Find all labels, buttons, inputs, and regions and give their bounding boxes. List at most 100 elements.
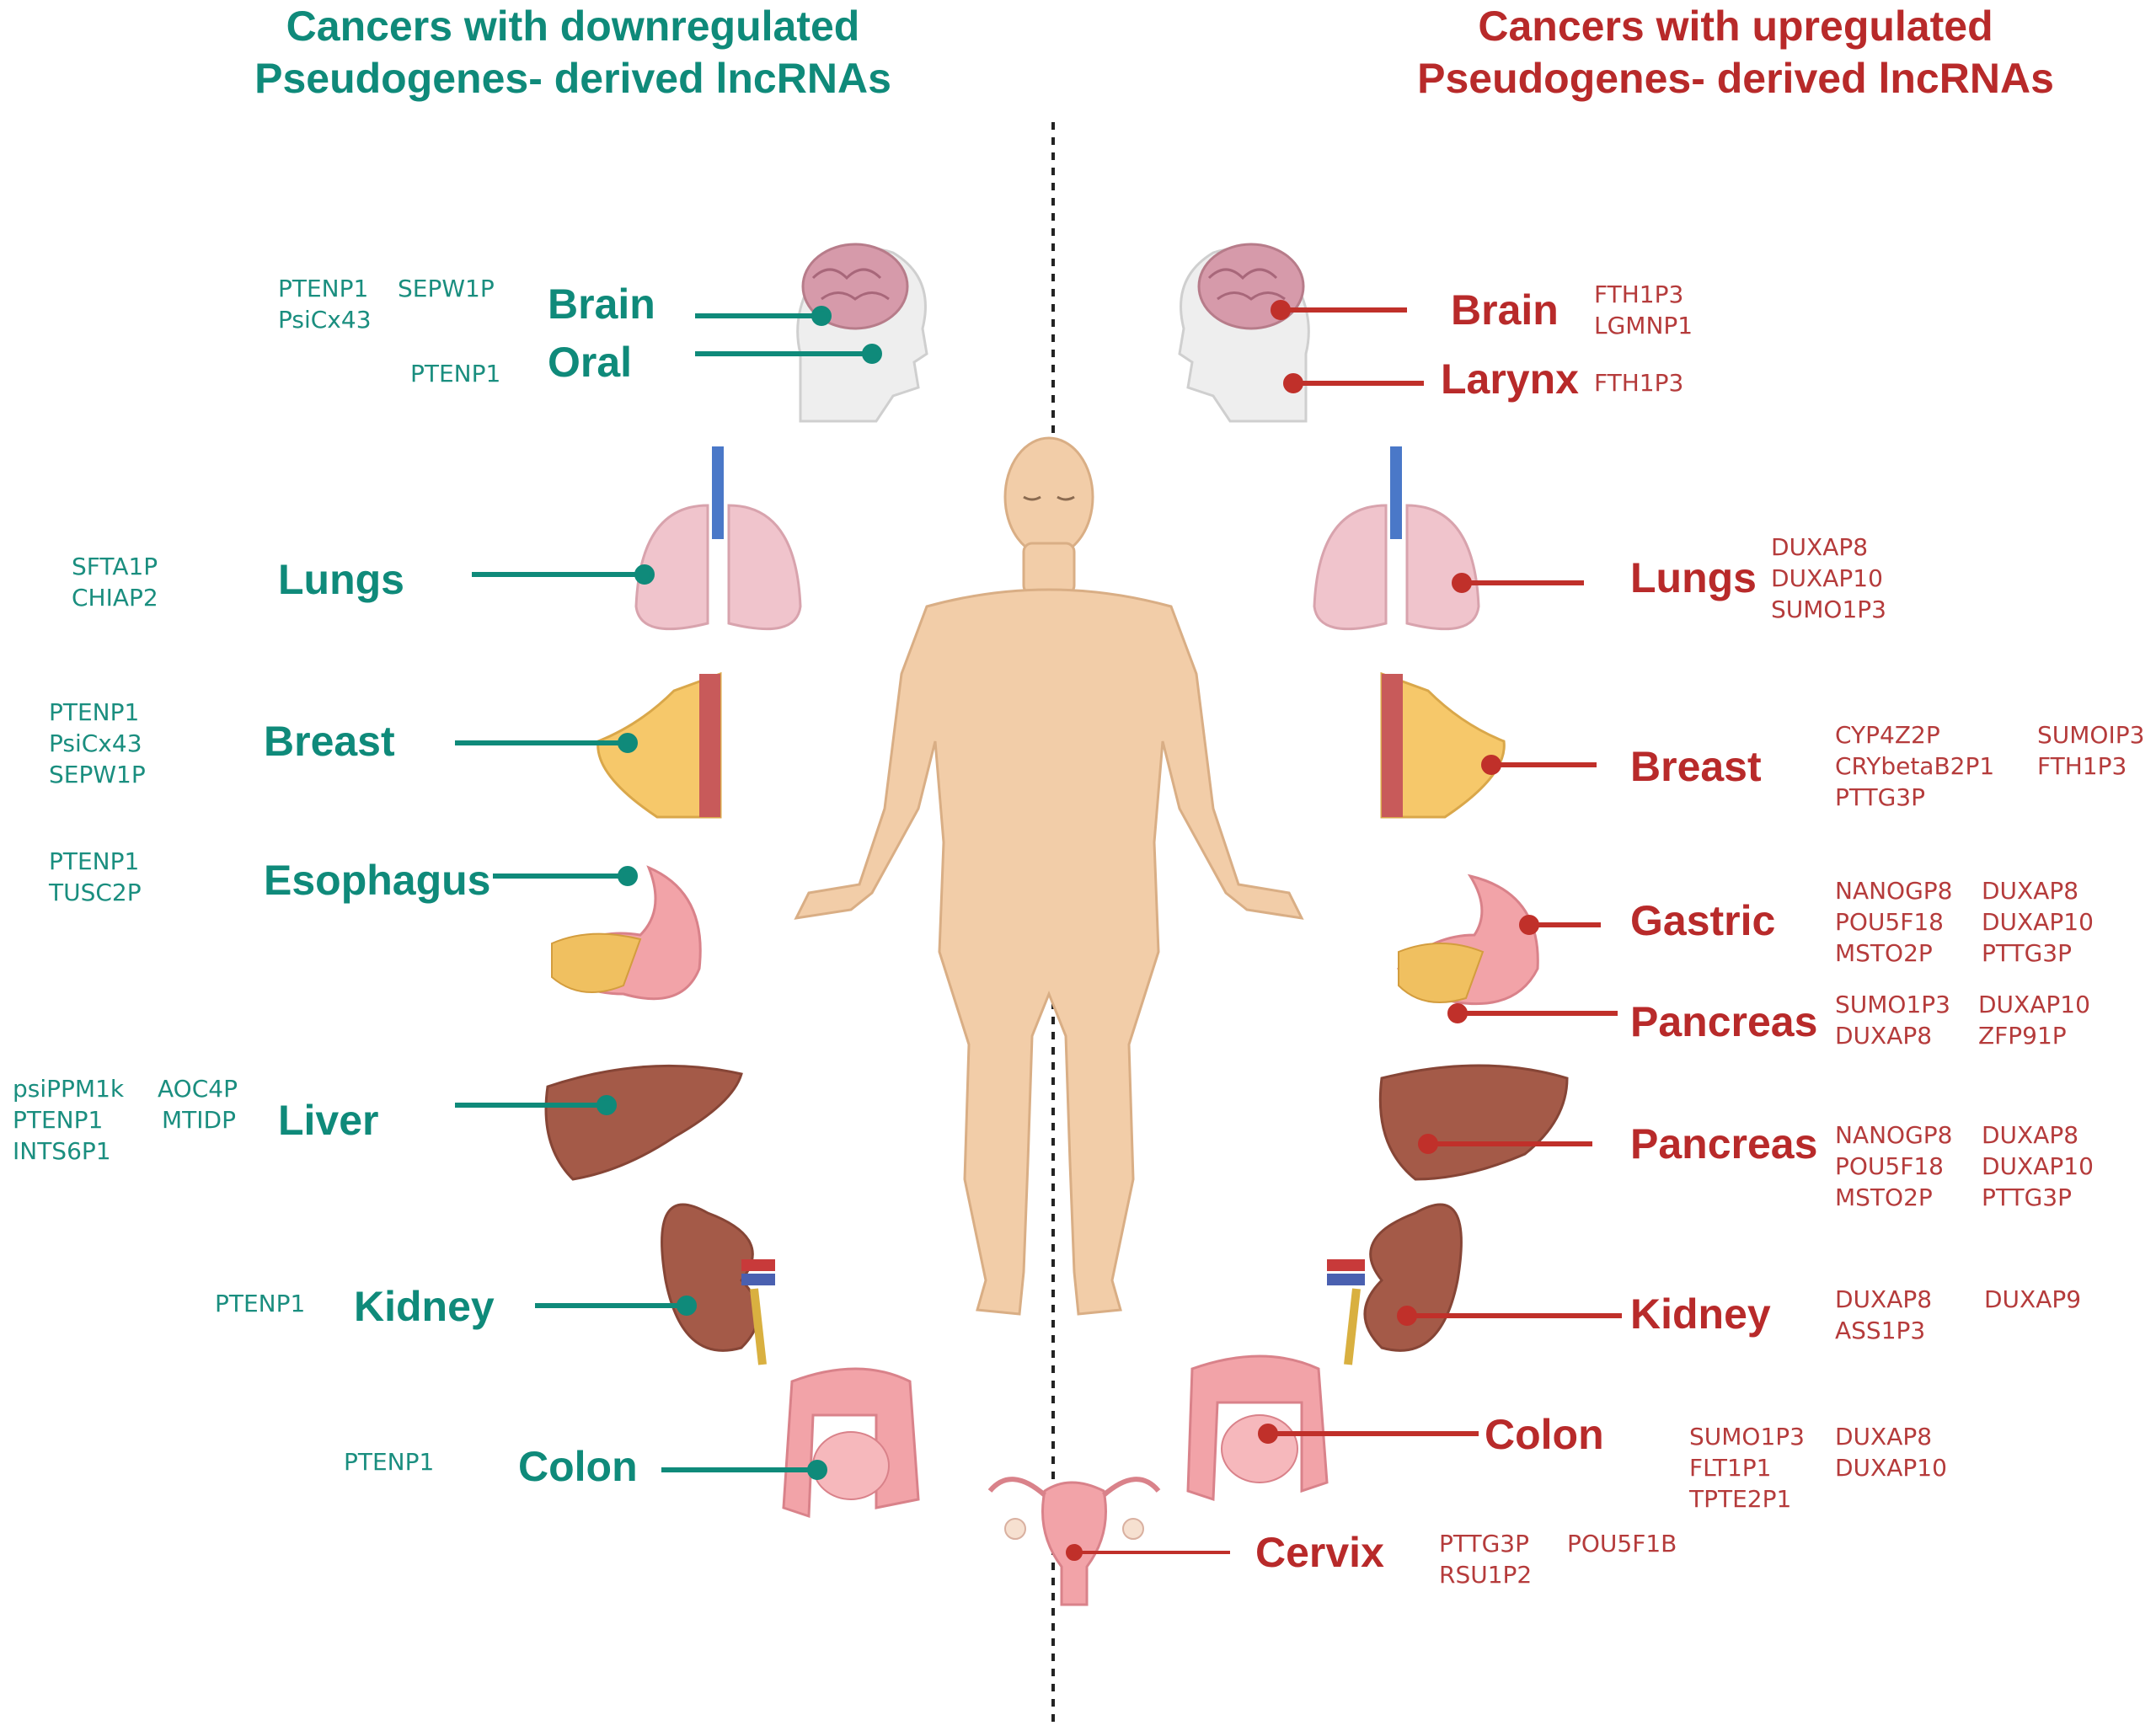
gene-label: MTIDP xyxy=(162,1106,236,1134)
organ-label-cervix-up: Cervix xyxy=(1255,1529,1384,1576)
gene-label: PTTG3P xyxy=(1982,1183,2072,1211)
gene-label: CYP4Z2P xyxy=(1835,721,1940,749)
breast-icon xyxy=(597,671,722,819)
gene-label: RSU1P2 xyxy=(1439,1561,1533,1589)
gene-label: PTENP1 xyxy=(278,275,369,302)
gene-label: PTENP1 xyxy=(344,1448,435,1476)
gene-label: SUMOIP3 xyxy=(2037,721,2145,749)
gene-label: NANOGP8 xyxy=(1835,877,1953,905)
gene-label: TUSC2P xyxy=(49,879,142,906)
gene-label: PTTG3P xyxy=(1982,939,2072,967)
gene-label: DUXAP8 xyxy=(1835,1423,1933,1451)
gene-label: DUXAP8 xyxy=(1982,1121,2079,1149)
gene-label: AOC4P xyxy=(158,1075,238,1103)
stomach-icon xyxy=(551,865,702,1001)
title-right-line-2: Pseudogenes- derived lncRNAs xyxy=(1417,55,2054,102)
left-eye-icon xyxy=(1023,495,1041,501)
colon-icon xyxy=(782,1367,920,1519)
gene-label: PTTG3P xyxy=(1439,1530,1529,1557)
organ-label-liver-down: Liver xyxy=(278,1097,379,1144)
gene-label: POU5F18 xyxy=(1835,1152,1944,1180)
title-right-line-1: Cancers with upregulated xyxy=(1478,3,1993,50)
gene-label: PTENP1 xyxy=(49,847,140,875)
gene-label: DUXAP10 xyxy=(1982,908,2094,936)
organ-label-breast-up: Breast xyxy=(1630,743,1762,790)
organ-label-colon-down: Colon xyxy=(518,1443,638,1490)
lungs-icon xyxy=(634,446,802,631)
title-left-line-1: Cancers with downregulated xyxy=(286,3,860,50)
gene-label: SUMO1P3 xyxy=(1689,1423,1805,1451)
pancreas-icon xyxy=(1398,943,1485,1003)
kidney-icon xyxy=(661,1203,775,1365)
organ-label-oral-down: Oral xyxy=(548,339,633,386)
organ-label-esophagus-down: Esophagus xyxy=(264,857,491,904)
gene-label: TPTE2P1 xyxy=(1689,1485,1792,1513)
gene-label: FLT1P1 xyxy=(1689,1454,1772,1482)
liver-icon xyxy=(544,1064,743,1181)
gene-label: SEPW1P xyxy=(49,761,146,788)
organ-label-colon-up: Colon xyxy=(1485,1411,1604,1458)
gene-label: PTENP1 xyxy=(215,1290,306,1317)
gene-label: DUXAP8 xyxy=(1982,877,2079,905)
gene-label: DUXAP10 xyxy=(1982,1152,2094,1180)
organ-label-kidney-down: Kidney xyxy=(354,1283,495,1330)
title-upregulated: Cancers with upregulated Pseudogenes- de… xyxy=(1314,0,2156,104)
gene-label: SFTA1P xyxy=(72,553,158,580)
kidney-icon-right xyxy=(1327,1203,1463,1365)
gene-label: PsiCx43 xyxy=(278,306,372,334)
gene-label: LGMNP1 xyxy=(1594,312,1693,339)
gene-label: PTENP1 xyxy=(49,698,140,726)
organ-label-pancreas-liver-up: Pancreas xyxy=(1630,1120,1818,1167)
gene-label: DUXAP10 xyxy=(1771,564,1883,592)
organ-label-pancreas-up: Pancreas xyxy=(1630,998,1818,1045)
gene-label: INTS6P1 xyxy=(13,1137,111,1165)
gene-label: PTENP1 xyxy=(410,360,501,387)
gene-label: psiPPM1k xyxy=(13,1075,125,1103)
organ-label-gastric-up: Gastric xyxy=(1630,897,1776,944)
gene-label: POU5F1B xyxy=(1567,1530,1677,1557)
gene-label: DUXAP8 xyxy=(1835,1022,1933,1050)
gene-label: CRYbetaB2P1 xyxy=(1835,752,1995,780)
organ-label-breast-down: Breast xyxy=(264,718,395,765)
gene-label: DUXAP9 xyxy=(1984,1285,2082,1313)
gene-label: PTTG3P xyxy=(1835,783,1925,811)
gene-label: NANOGP8 xyxy=(1835,1121,1953,1149)
gene-label: DUXAP8 xyxy=(1771,533,1869,561)
gene-label: DUXAP10 xyxy=(1835,1454,1947,1482)
brain-icon xyxy=(801,243,909,330)
gene-label: PsiCx43 xyxy=(49,729,142,757)
human-body-icon xyxy=(794,436,1304,1316)
gene-label: MSTO2P xyxy=(1835,939,1933,967)
gene-label: DUXAP8 xyxy=(1835,1285,1933,1313)
gene-label: SUMO1P3 xyxy=(1835,991,1950,1018)
title-left-line-2: Pseudogenes- derived lncRNAs xyxy=(254,55,891,102)
gene-label: SUMO1P3 xyxy=(1771,596,1886,623)
liver-icon-right xyxy=(1378,1064,1569,1181)
gene-label: DUXAP10 xyxy=(1978,991,2090,1018)
gene-label: CHIAP2 xyxy=(72,584,158,612)
breast-icon-right xyxy=(1380,671,1506,819)
gene-label: ZFP91P xyxy=(1978,1022,2067,1050)
organ-label-brain-up: Brain xyxy=(1451,286,1559,334)
right-connectors xyxy=(1066,300,1622,1561)
gene-label: ASS1P3 xyxy=(1835,1317,1926,1344)
organ-label-larynx-up: Larynx xyxy=(1441,355,1579,403)
gene-label: PTENP1 xyxy=(13,1106,104,1134)
gene-label: MSTO2P xyxy=(1835,1183,1933,1211)
gene-label: FTH1P3 xyxy=(1594,280,1684,308)
gene-label: SEPW1P xyxy=(398,275,495,302)
organ-label-lungs-down: Lungs xyxy=(278,556,404,603)
lungs-icon-right xyxy=(1313,446,1480,631)
gene-label: FTH1P3 xyxy=(2037,752,2127,780)
organ-label-lungs-up: Lungs xyxy=(1630,554,1757,601)
uterus-icon xyxy=(987,1477,1161,1606)
gene-label: POU5F18 xyxy=(1835,908,1944,936)
gene-label: FTH1P3 xyxy=(1594,369,1684,397)
title-downregulated: Cancers with downregulated Pseudogenes- … xyxy=(110,0,1036,104)
right-eye-icon xyxy=(1057,495,1075,501)
organ-label-kidney-up: Kidney xyxy=(1630,1290,1771,1338)
organ-label-brain-down: Brain xyxy=(548,280,655,328)
left-connectors xyxy=(455,306,882,1480)
